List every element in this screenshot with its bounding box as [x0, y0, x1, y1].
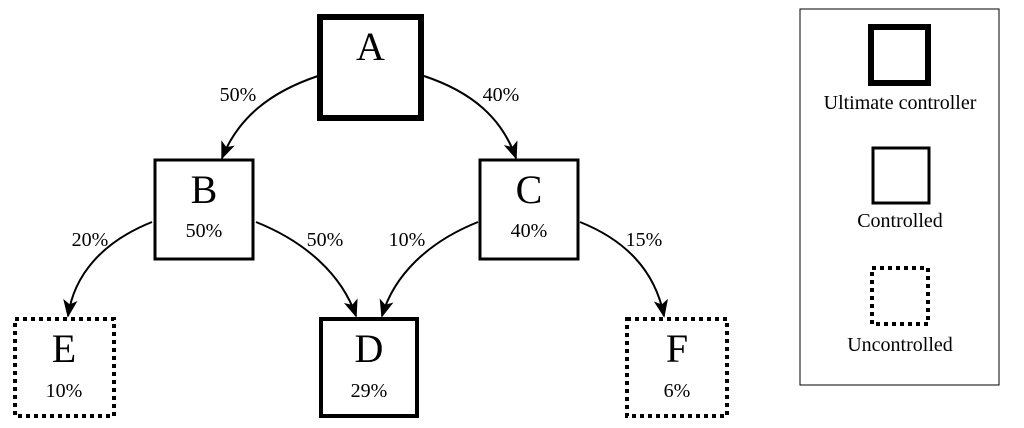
node-c-letter: C: [516, 167, 543, 212]
edge-label-b-d: 50%: [307, 229, 344, 251]
node-c-pct: 40%: [511, 220, 548, 242]
edge-c-f: [579, 221, 668, 318]
edges: 50% 40% 20% 50% 10% 15%: [63, 75, 668, 318]
legend-controlled-swatch: [871, 146, 931, 205]
node-f-letter: F: [666, 326, 688, 371]
node-d-box: [319, 317, 419, 418]
legend-uncontrolled-label: Uncontrolled: [847, 334, 953, 356]
node-a: A: [317, 14, 424, 121]
edge-a-c: [423, 75, 518, 160]
node-c-box: [478, 158, 580, 261]
legend-ultimate-swatch: [868, 24, 931, 86]
node-d-letter: D: [355, 326, 384, 371]
node-b-letter: B: [191, 167, 218, 212]
node-f-pct: 6%: [664, 380, 691, 402]
edge-c-d: [379, 221, 479, 318]
edge-label-c-f: 15%: [626, 229, 663, 251]
node-b-box: [153, 158, 255, 261]
node-c: C 40%: [478, 158, 580, 261]
node-a-letter: A: [356, 24, 385, 69]
node-d-pct: 29%: [351, 380, 388, 402]
edge-label-a-b: 50%: [220, 84, 257, 106]
legend-ultimate-label: Ultimate controller: [824, 92, 977, 114]
node-e-box: [13, 317, 116, 418]
edge-a-b: [221, 75, 319, 160]
node-f: F 6%: [625, 317, 729, 418]
edge-label-c-d: 10%: [389, 229, 426, 251]
edge-label-b-e: 20%: [72, 229, 109, 251]
node-e: E 10%: [13, 317, 116, 418]
node-f-box: [625, 317, 729, 418]
legend-controlled-label: Controlled: [857, 210, 943, 232]
node-d: D 29%: [319, 317, 419, 418]
legend: Ultimate controller Controlled Uncontrol…: [799, 8, 1000, 386]
node-b: B 50%: [153, 158, 255, 261]
legend-uncontrolled-swatch: [870, 266, 930, 326]
node-b-pct: 50%: [186, 220, 223, 242]
node-e-pct: 10%: [46, 380, 83, 402]
node-e-letter: E: [52, 326, 76, 371]
edge-b-e: [63, 221, 153, 318]
node-a-box: [317, 14, 424, 121]
edge-label-a-c: 40%: [483, 84, 520, 106]
edge-b-d: [255, 221, 358, 318]
